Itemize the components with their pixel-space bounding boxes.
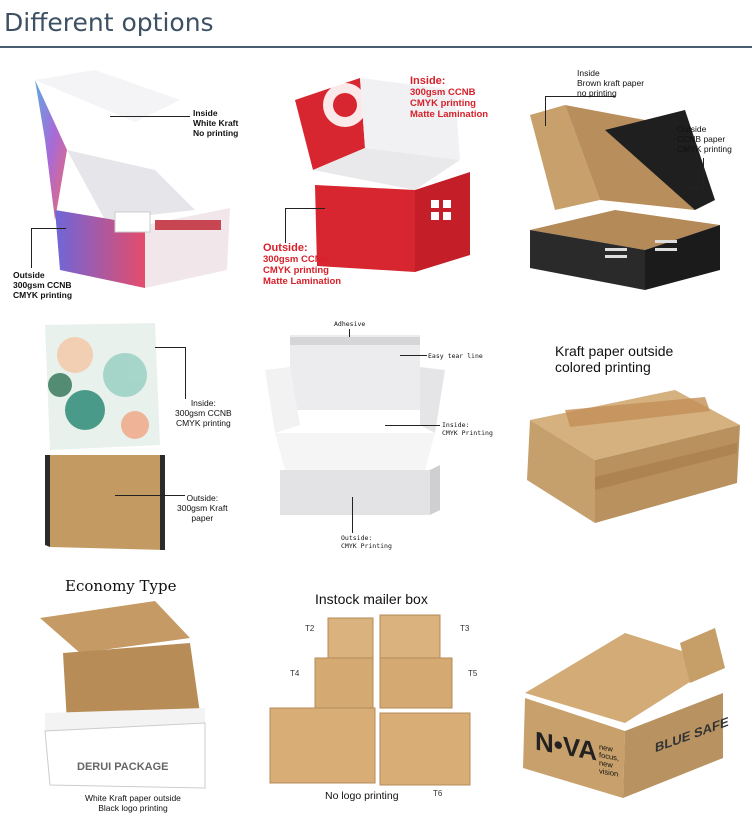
title-divider <box>0 46 752 48</box>
size-t6: T6 <box>433 789 443 798</box>
floral-mailer-box-image <box>45 323 165 550</box>
size-t5: T5 <box>468 669 478 678</box>
red-mailer-box-image <box>295 78 470 272</box>
colorful-mailer-box-image <box>35 70 230 288</box>
option-white-tear-strip: Adhesive Easy tear line Inside:CMYK Prin… <box>255 315 500 555</box>
size-t2: T2 <box>305 624 315 633</box>
caption: No logo printing <box>325 790 399 802</box>
inside-label: Inside:CMYK Printing <box>442 421 493 437</box>
economy-type-title: Economy Type <box>65 577 177 595</box>
page-title: Different options <box>4 8 214 37</box>
adhesive-label: Adhesive <box>334 320 366 328</box>
tear-line-label: Easy tear line <box>428 352 483 360</box>
option-economy-type: Economy Type DERUI PACKAGE White Kraft p… <box>5 573 245 818</box>
kraft-closed-box-image <box>527 390 740 523</box>
instock-box-stack-image <box>269 614 471 786</box>
size-t4: T4 <box>290 669 300 678</box>
outside-label: Outside:CMYK Printing <box>341 534 392 550</box>
size-t3: T3 <box>460 624 470 633</box>
instock-title: Instock mailer box <box>315 591 428 607</box>
white-tear-strip-box-image <box>265 335 445 515</box>
nova-mailer-box-image <box>523 628 725 798</box>
economy-mailer-box-image <box>40 601 206 789</box>
option-instock-mailer: Instock mailer box T2 T3 T4 T5 T6 No log… <box>255 573 500 818</box>
brand-print: DERUI PACKAGE <box>77 761 169 773</box>
black-mailer-box-image <box>530 105 720 290</box>
